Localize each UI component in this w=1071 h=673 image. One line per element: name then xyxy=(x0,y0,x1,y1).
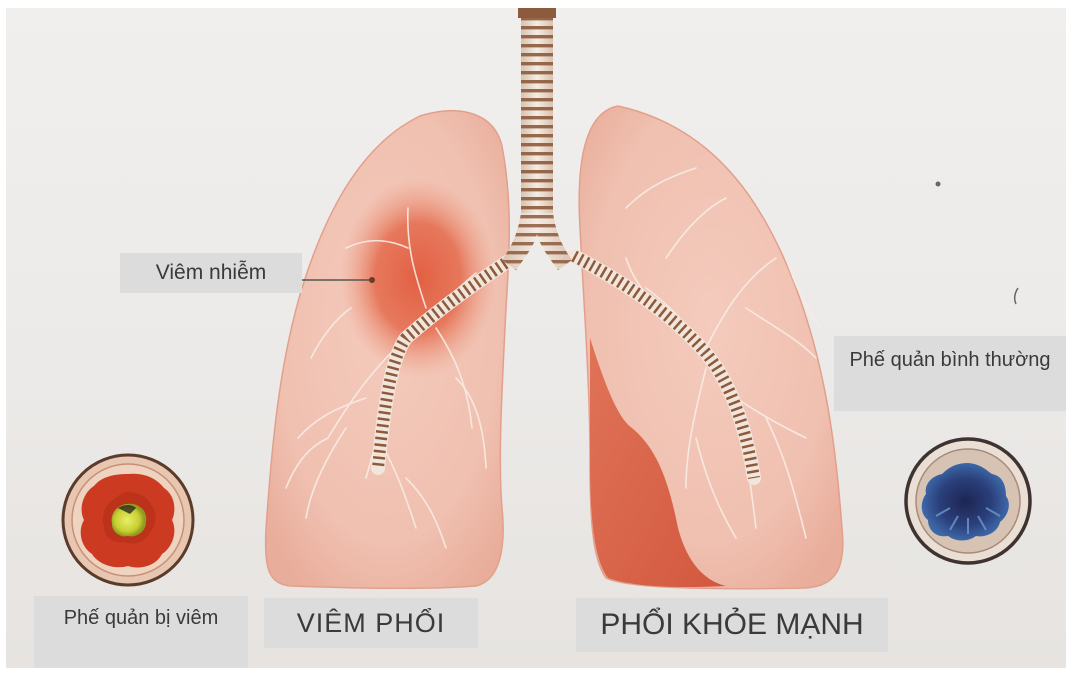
right-lung xyxy=(574,106,843,589)
label-healthy-lung: PHỔI KHỎE MẠNH xyxy=(576,598,888,652)
lung-diagram-poster: Viêm nhiễm Phế quản bình thường Phế quản… xyxy=(6,8,1066,668)
label-normal-bronchus: Phế quản bình thường xyxy=(834,336,1066,411)
normal-bronchus-icon xyxy=(906,439,1030,563)
label-pneumonia: VIÊM PHỔI xyxy=(264,598,478,648)
trachea xyxy=(502,8,572,270)
label-infection: Viêm nhiễm xyxy=(120,253,302,293)
inflamed-bronchus-icon xyxy=(63,455,193,585)
left-lung xyxy=(266,111,516,589)
label-inflamed-bronchus: Phế quản bị viêm xyxy=(34,596,248,668)
